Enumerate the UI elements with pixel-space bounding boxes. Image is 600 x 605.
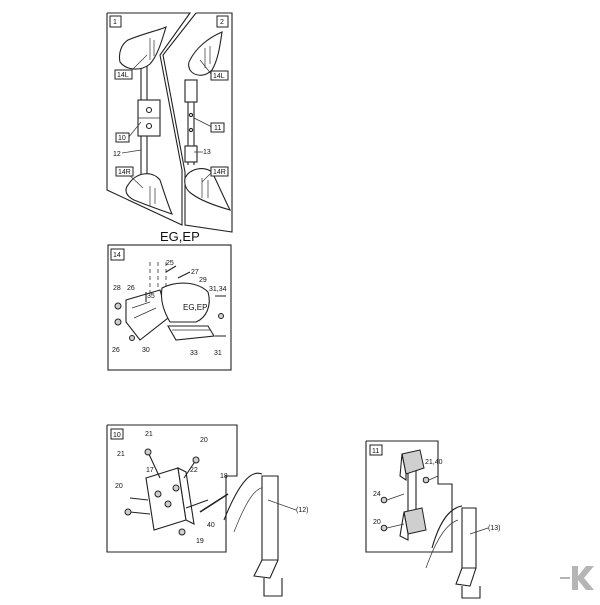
share-left-lower <box>125 173 174 215</box>
plate-label: EG,EP <box>183 303 207 312</box>
panel-2-number: 2 <box>220 19 224 26</box>
panel-1-2-outline <box>106 12 233 233</box>
part-label-30: 30 <box>142 347 150 354</box>
part-label-26b: 26 <box>112 347 120 354</box>
panel-14: 14 EG,EP 25 27 29 31,34 28 26 35 26 30 3… <box>107 244 232 371</box>
part-label-14R-2: 14R <box>213 169 226 176</box>
part-label-17: 17 <box>146 467 154 474</box>
part-label-33: 33 <box>190 350 198 357</box>
share-left-upper <box>118 25 167 70</box>
bolts <box>114 265 226 341</box>
part-label-18: 18 <box>220 473 228 480</box>
part-label-22: 22 <box>190 467 198 474</box>
part-label-19: 19 <box>196 538 204 545</box>
panel-1-number: 1 <box>113 19 117 26</box>
share-right-lower <box>184 168 232 211</box>
part-label-29: 29 <box>199 277 207 284</box>
panel-14-number: 14 <box>113 252 121 259</box>
part-label-21: 21 <box>145 431 153 438</box>
share-right-upper <box>187 31 223 76</box>
ref-label-12: (12) <box>296 507 308 514</box>
part-label-12: 12 <box>113 151 121 158</box>
part-label-21b: 21 <box>117 451 125 458</box>
part-label-21-40: 21,40 <box>425 459 443 466</box>
part-label-26: 26 <box>127 285 135 292</box>
panel-11-number: 11 <box>372 448 379 455</box>
part-label-13: 13 <box>203 149 211 156</box>
part-label-14L: 14L <box>117 72 129 79</box>
part-label-20: 20 <box>200 437 208 444</box>
panel-2: 2 14L 11 13 14R <box>184 15 232 211</box>
caption-eg-ep: EG,EP <box>160 229 200 244</box>
part-label-20b: 20 <box>115 483 123 490</box>
panel-11: 11 21,40 24 20 <box>365 440 453 553</box>
panel-1: 1 14L 10 12 14R <box>109 15 174 215</box>
panel-10-number: 10 <box>113 432 121 439</box>
part-label-20c: 20 <box>373 519 381 526</box>
part-label-24: 24 <box>373 491 381 498</box>
part-label-35: 35 <box>147 293 155 300</box>
ref-label-13: (13) <box>488 525 500 532</box>
part-label-14R: 14R <box>118 169 131 176</box>
part-label-10: 10 <box>118 135 126 142</box>
frame-bar-13: (13) <box>425 505 500 599</box>
part-label-31: 31 <box>214 350 222 357</box>
k-logo-icon <box>560 566 594 590</box>
part-label-40: 40 <box>207 522 215 529</box>
part-label-11: 11 <box>214 125 221 132</box>
part-label-14L-2: 14L <box>213 73 225 80</box>
part-label-28: 28 <box>113 285 121 292</box>
part-label-27: 27 <box>191 269 199 276</box>
frame-bar-12: (12) <box>223 472 308 597</box>
clamp-block <box>137 99 161 137</box>
part-label-31-34: 31,34 <box>209 286 227 293</box>
part-label-25: 25 <box>166 260 174 267</box>
panel-10: 10 21 20 17 22 21 18 20 40 19 <box>106 424 238 553</box>
